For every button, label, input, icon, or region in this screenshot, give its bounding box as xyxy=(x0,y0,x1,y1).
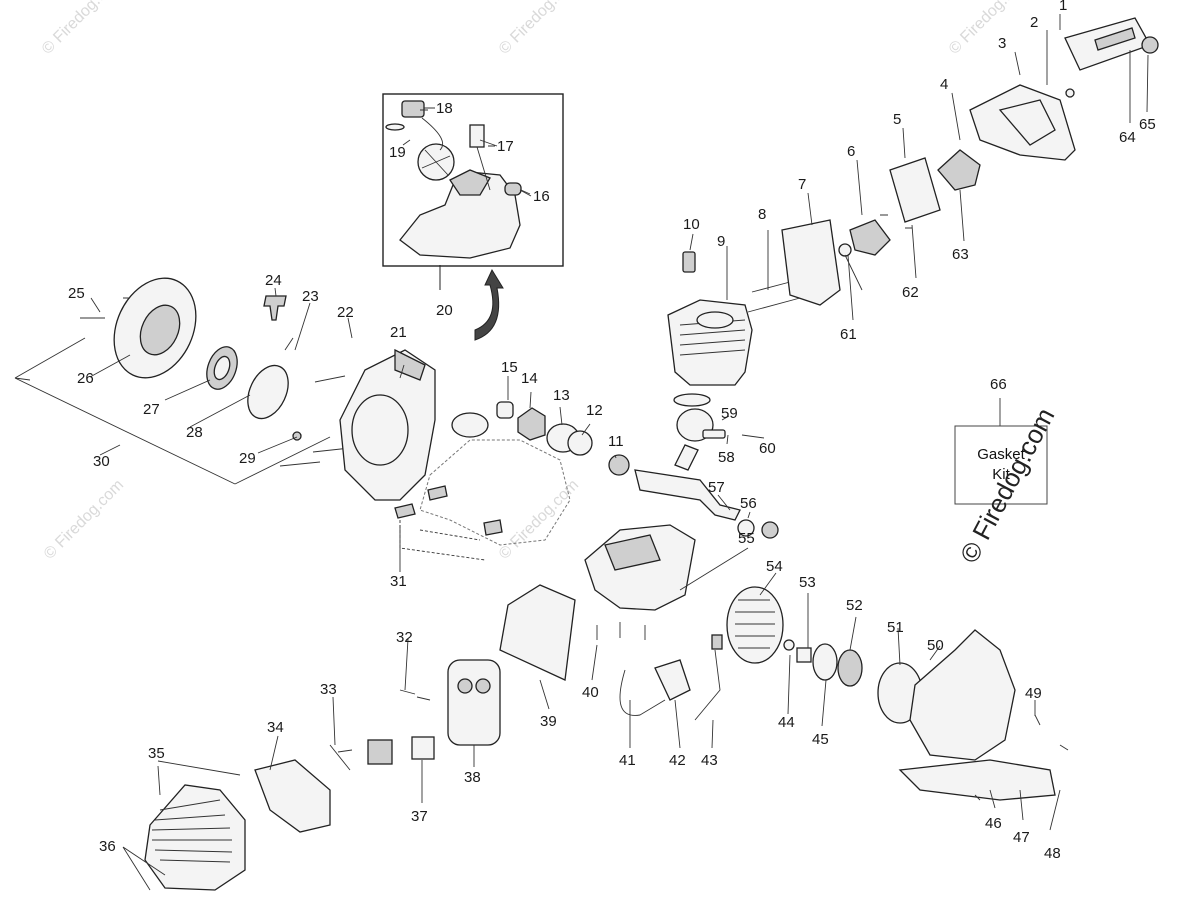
callout-16: 16 xyxy=(533,188,550,205)
callout-53: 53 xyxy=(799,574,816,591)
callout-34: 34 xyxy=(267,719,284,736)
callout-31: 31 xyxy=(390,573,407,590)
callout-51: 51 xyxy=(887,619,904,636)
callout-5: 5 xyxy=(893,111,901,128)
ignition-group xyxy=(619,634,723,721)
watermark-3: © Firedog.com xyxy=(946,0,1032,58)
callout-6: 6 xyxy=(847,143,855,160)
callout-45: 45 xyxy=(812,731,829,748)
callout-56: 56 xyxy=(740,495,757,512)
callout-61: 61 xyxy=(840,326,857,343)
callout-58: 58 xyxy=(718,449,735,466)
callout-22: 22 xyxy=(337,304,354,321)
callout-42: 42 xyxy=(669,752,686,769)
gear-head-group xyxy=(898,629,1069,801)
callout-numbers: 1 2 3 4 5 6 7 8 9 10 11 12 13 14 15 16 1… xyxy=(68,0,1156,862)
callout-65: 65 xyxy=(1139,116,1156,133)
callout-25: 25 xyxy=(68,285,85,302)
callout-27: 27 xyxy=(143,401,160,418)
callout-46: 46 xyxy=(985,815,1002,832)
starter-cover-group xyxy=(144,759,331,891)
callout-57: 57 xyxy=(708,479,725,496)
callout-19: 19 xyxy=(389,144,406,161)
callout-3: 3 xyxy=(998,35,1006,52)
callout-17: 17 xyxy=(497,138,514,155)
callout-66: 66 xyxy=(990,376,1007,393)
callout-14: 14 xyxy=(521,370,538,387)
callout-15: 15 xyxy=(501,359,518,376)
fuel-tank-inset xyxy=(382,93,564,267)
muffler-group xyxy=(329,584,576,771)
watermark-2: © Firedog.com xyxy=(496,0,582,58)
engine-housing-ghost xyxy=(394,412,571,561)
cylinder-group xyxy=(634,251,801,539)
callout-59: 59 xyxy=(721,405,738,422)
callout-26: 26 xyxy=(77,370,94,387)
callout-35: 35 xyxy=(148,745,165,762)
callout-41: 41 xyxy=(619,752,636,769)
callout-43: 43 xyxy=(701,752,718,769)
callout-64: 64 xyxy=(1119,129,1136,146)
callout-9: 9 xyxy=(717,233,725,250)
callout-7: 7 xyxy=(798,176,806,193)
callout-63: 63 xyxy=(952,246,969,263)
gasket-kit-box: Gasket Kit xyxy=(954,425,1048,505)
clutch-parts-group xyxy=(496,401,630,476)
crankcase-group xyxy=(584,524,696,640)
recoil-starter-group xyxy=(14,277,351,485)
callout-44: 44 xyxy=(778,714,795,731)
air-filter-group xyxy=(781,17,1159,306)
watermark-5: © Firedog.com xyxy=(496,476,582,562)
callout-10: 10 xyxy=(683,216,700,233)
callout-1: 1 xyxy=(1059,0,1067,14)
callout-29: 29 xyxy=(239,450,256,467)
callout-48: 48 xyxy=(1044,845,1061,862)
callout-38: 38 xyxy=(464,769,481,786)
watermark-4: © Firedog.com xyxy=(41,476,127,562)
callout-30: 30 xyxy=(93,453,110,470)
callout-37: 37 xyxy=(411,808,428,825)
callout-4: 4 xyxy=(940,76,948,93)
callout-8: 8 xyxy=(758,206,766,223)
gasket-kit-line1: Gasket xyxy=(977,446,1025,463)
callout-21: 21 xyxy=(390,324,407,341)
gasket-kit-line2: Kit xyxy=(992,466,1010,483)
callout-18: 18 xyxy=(436,100,453,117)
watermark-layer: © Firedog.com © Firedog.com © Firedog.co… xyxy=(39,0,1032,563)
callout-11: 11 xyxy=(608,433,624,450)
callout-60: 60 xyxy=(759,440,776,457)
callout-49: 49 xyxy=(1025,685,1042,702)
callout-47: 47 xyxy=(1013,829,1030,846)
callout-24: 24 xyxy=(265,272,282,289)
callout-50: 50 xyxy=(927,637,944,654)
callout-28: 28 xyxy=(186,424,203,441)
callout-62: 62 xyxy=(902,284,919,301)
callout-32: 32 xyxy=(396,629,413,646)
callout-40: 40 xyxy=(582,684,599,701)
callout-52: 52 xyxy=(846,597,863,614)
leader-lines xyxy=(14,14,1149,891)
callout-55: 55 xyxy=(738,530,755,547)
callout-12: 12 xyxy=(586,402,603,419)
callout-36: 36 xyxy=(99,838,116,855)
callout-33: 33 xyxy=(320,681,337,698)
callout-20: 20 xyxy=(436,302,453,319)
flywheel-group xyxy=(726,586,923,724)
callout-39: 39 xyxy=(540,713,557,730)
callout-54: 54 xyxy=(766,558,783,575)
callout-23: 23 xyxy=(302,288,319,305)
callout-13: 13 xyxy=(553,387,570,404)
watermark-1: © Firedog.com xyxy=(39,0,125,58)
callout-2: 2 xyxy=(1030,14,1038,31)
fan-housing-group xyxy=(339,348,436,501)
